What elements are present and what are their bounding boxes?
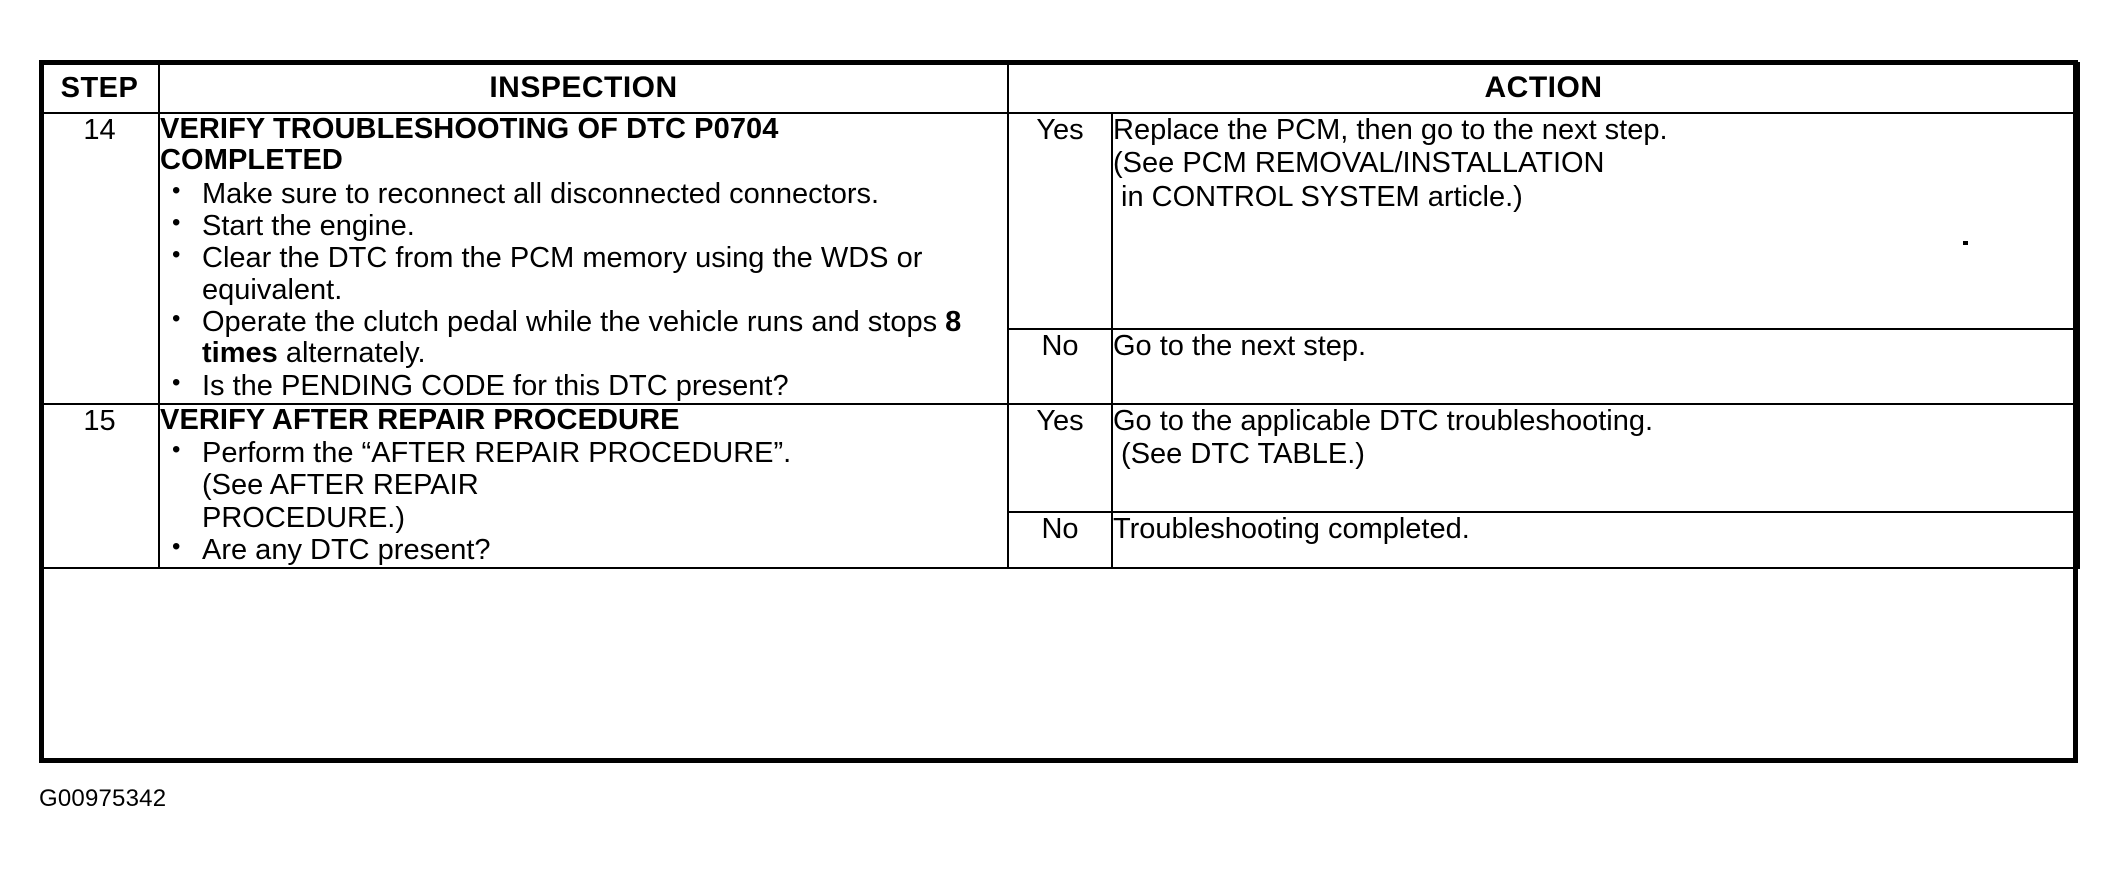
bullet-text: Clear the DTC from the PCM memory using … xyxy=(202,242,923,306)
list-item: Make sure to reconnect all disconnected … xyxy=(160,177,1007,210)
list-item: Is the PENDING CODE for this DTC present… xyxy=(160,369,1007,402)
inspection-title-line2: COMPLETED xyxy=(160,144,343,177)
inspection-title-15: VERIFY AFTER REPAIR PROCEDURE xyxy=(160,403,680,436)
inspection-title-line1: VERIFY TROUBLESHOOTING OF DTC P0704 xyxy=(160,113,779,145)
table-header-row: STEP INSPECTION ACTION xyxy=(39,62,2080,114)
bullet-text-emphasis: 8 times xyxy=(202,305,962,370)
bullet-text: Are any DTC present? xyxy=(202,534,491,567)
bullet-text-tail: alternately. xyxy=(277,337,426,370)
result-answer-no-15: No xyxy=(1007,511,1113,570)
table-row: No Go to the next step. xyxy=(40,327,2080,405)
action-line: in CONTROL SYSTEM article.) xyxy=(1113,180,1523,213)
inspection-cell-15: VERIFY AFTER REPAIR PROCEDURE Perform th… xyxy=(158,402,1009,570)
bullet-text: Operate the clutch pedal while the vehic… xyxy=(202,305,946,338)
action-line: (See DTC TABLE.) xyxy=(1113,438,1365,471)
bullet-text: PROCEDURE.) xyxy=(202,501,406,534)
action-line: Go to the next step. xyxy=(1113,329,1367,362)
table-row: 15 VERIFY AFTER REPAIR PROCEDURE Perform… xyxy=(39,402,2080,570)
result-answer-yes-15: Yes xyxy=(1007,402,1113,514)
action-cell-14-no: Go to the next step. xyxy=(1111,327,2080,405)
list-item: Start the engine. xyxy=(160,209,1007,242)
list-item: Perform the “AFTER REPAIR PROCEDURE”. xyxy=(160,437,1007,470)
bullet-text: Is the PENDING CODE for this DTC present… xyxy=(202,369,789,402)
bullet-text: Start the engine. xyxy=(202,209,415,242)
list-item: Are any DTC present? xyxy=(160,534,1007,567)
table-row: No Troubleshooting completed. xyxy=(40,511,2080,570)
bullet-text: (See AFTER REPAIR xyxy=(202,469,479,502)
table-frame-bottom-border xyxy=(39,758,2078,763)
column-header-action: ACTION xyxy=(1007,62,2080,114)
inspection-title-14: VERIFY TROUBLESHOOTING OF DTC P0704 COMP… xyxy=(160,113,1007,177)
inspection-bullet-list-14: Make sure to reconnect all disconnected … xyxy=(160,177,1007,402)
inspection-cell-14: VERIFY TROUBLESHOOTING OF DTC P0704 COMP… xyxy=(158,112,1009,405)
step-number-14: 14 xyxy=(39,112,160,405)
action-line: Replace the PCM, then go to the next ste… xyxy=(1113,114,1668,146)
step-number-15: 15 xyxy=(39,402,160,570)
bullet-text: Perform the “AFTER REPAIR PROCEDURE”. xyxy=(202,437,792,470)
list-item-continuation: (See AFTER REPAIR xyxy=(160,470,1007,501)
column-header-inspection: INSPECTION xyxy=(158,62,1009,114)
action-cell-15-no: Troubleshooting completed. xyxy=(1111,511,2080,570)
list-item: Operate the clutch pedal while the vehic… xyxy=(160,305,1007,370)
list-item: Clear the DTC from the PCM memory using … xyxy=(160,242,1007,306)
list-item-continuation: PROCEDURE.) xyxy=(160,501,1007,534)
action-line: (See PCM REMOVAL/INSTALLATION xyxy=(1113,147,1605,180)
table-row: 14 VERIFY TROUBLESHOOTING OF DTC P0704 C… xyxy=(39,112,2080,405)
action-cell-14-yes: Replace the PCM, then go to the next ste… xyxy=(1111,112,2080,330)
troubleshooting-table: STEP INSPECTION ACTION 14 VERIFY TROUBLE… xyxy=(39,62,2080,570)
action-line: Troubleshooting completed. xyxy=(1113,513,1470,546)
figure-caption: G00975342 xyxy=(39,785,167,812)
column-header-step: STEP xyxy=(39,62,160,114)
inspection-bullet-list-15: Perform the “AFTER REPAIR PROCEDURE”. (S… xyxy=(160,437,1007,567)
result-answer-no-14: No xyxy=(1007,327,1113,405)
bullet-text: Make sure to reconnect all disconnected … xyxy=(202,177,880,210)
action-line: Go to the applicable DTC troubleshooting… xyxy=(1113,404,1654,437)
action-cell-15-yes: Go to the applicable DTC troubleshooting… xyxy=(1111,402,2080,514)
result-answer-yes-14: Yes xyxy=(1007,112,1113,330)
